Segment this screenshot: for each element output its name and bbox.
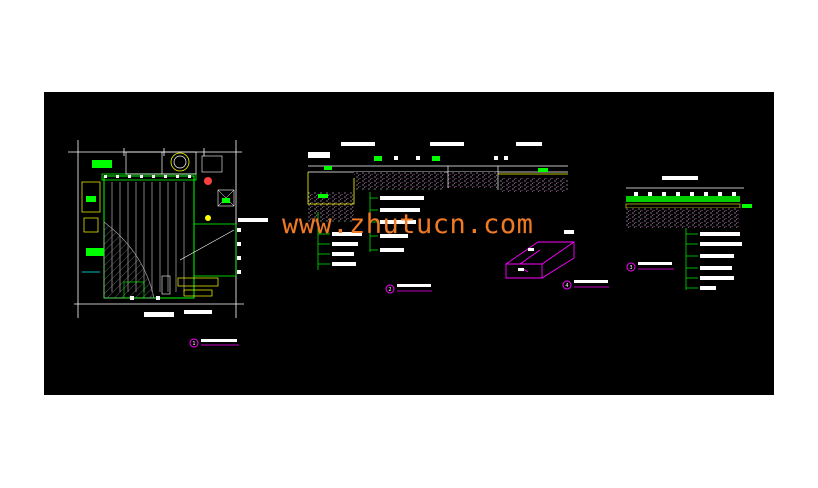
cad-drawing-canvas: 1 bbox=[44, 92, 774, 395]
section-detail-2: 2 bbox=[307, 142, 568, 294]
site-plan: 1 bbox=[68, 140, 268, 348]
callout-number-3: 3 bbox=[629, 265, 632, 271]
section-detail-3: 3 bbox=[625, 176, 752, 290]
cad-drawing: 1 bbox=[68, 140, 752, 348]
callout-number-4: 4 bbox=[565, 283, 568, 289]
callout-number-1: 1 bbox=[192, 341, 195, 347]
callout-number-2: 2 bbox=[388, 287, 391, 293]
isometric-detail-4 bbox=[505, 230, 575, 279]
callout-4: 4 bbox=[562, 280, 609, 290]
